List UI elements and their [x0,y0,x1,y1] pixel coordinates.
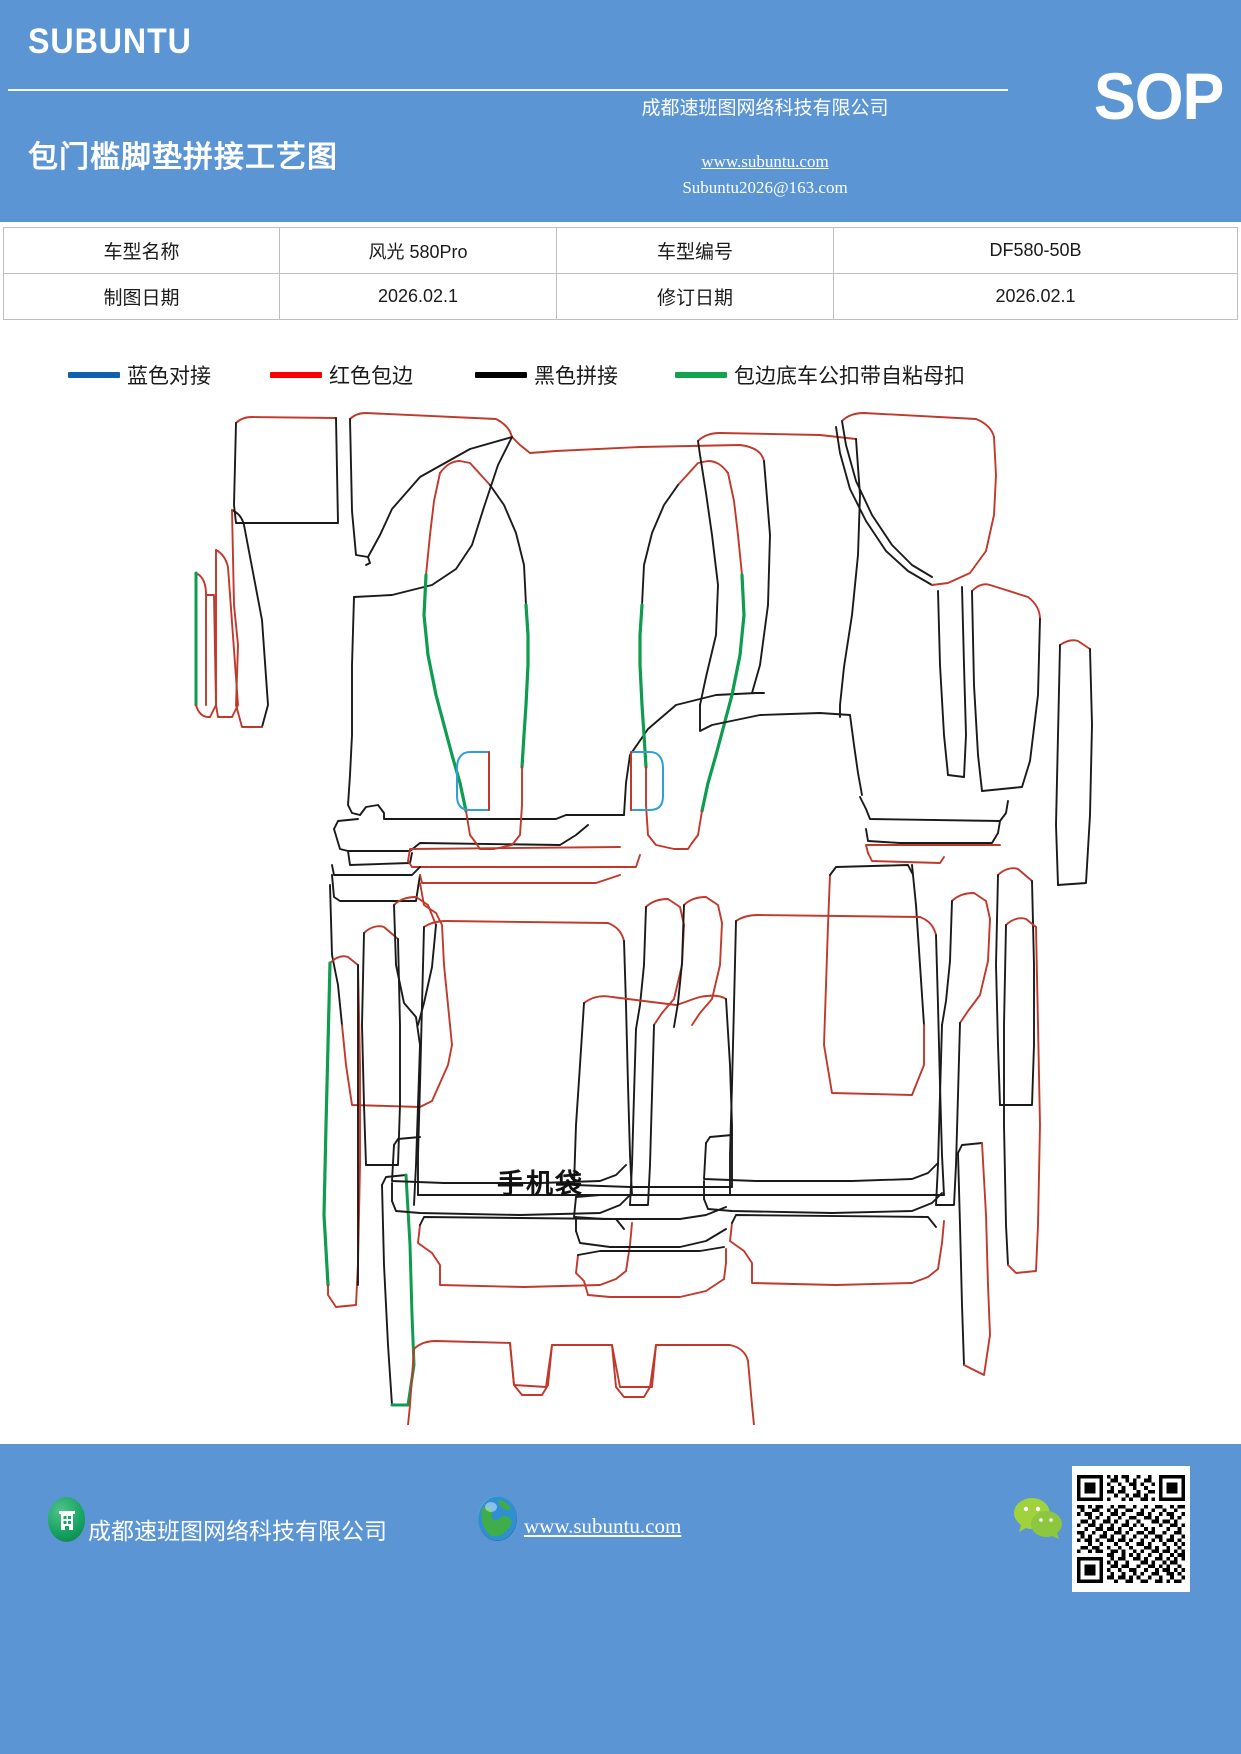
piece-front-right-leg [823,864,925,1096]
legend-item-blue: 蓝色对接 [68,360,211,390]
legend: 蓝色对接 红色包边 黑色拼接 包边底车公扣带自粘母扣 [0,360,1241,400]
piece-front-right-center-panel [638,460,746,850]
building-glyph [58,1510,75,1530]
piece-front-left-leg [329,882,453,1108]
piece-row2-left-sill [322,955,361,1308]
legend-swatch-green [675,372,727,378]
piece-left-sill-2 [215,549,239,718]
header-email: Subuntu2026@163.com [682,178,848,197]
piece-front-left-upper-block [233,416,339,524]
header-divider [8,89,1008,91]
brand-logo: SUBUNTU [28,22,192,61]
piece-row2-right-heel [703,1134,943,1214]
piece-front-left-main-mat [347,436,771,820]
wechat-icon [1012,1494,1064,1542]
legend-label-red: 红色包边 [329,364,413,388]
piece-front-left-heel-pad [407,846,641,868]
piece-row2-right-mat-body [729,914,945,1196]
piece-front-left-curved-bracket [419,874,621,884]
piece-trunk-mat [407,1340,755,1425]
building-icon [48,1497,85,1542]
legend-item-black: 黑色拼接 [475,360,618,390]
piece-front-right-lower-2 [865,844,1001,864]
piece-front-left-upper-block-2 [349,412,513,566]
globe-glyph [478,1496,517,1541]
pocket-right-blue-edge [630,751,664,811]
qr-code-glyph [1077,1475,1185,1583]
piece-row2-left-heel [391,1136,631,1216]
label-model-name: 车型名称 [3,227,280,274]
value-revision-date: 2026.02.1 [833,273,1238,320]
piece-row2-left-bottom-pad [417,1216,633,1288]
legend-swatch-red [270,372,322,378]
label-model-code: 车型编号 [556,227,834,274]
legend-swatch-black [475,372,527,378]
legend-swatch-blue [68,372,120,378]
value-draw-date: 2026.02.1 [279,273,557,320]
piece-front-left-center-panel [422,460,530,850]
pocket-left-blue-edge [456,751,490,811]
piece-right-outer-sill [1055,639,1093,886]
piece-front-right-narrow-1 [937,586,967,778]
piece-front-right-upper-panel [835,412,997,586]
piece-row2-right-sill-2 [995,867,1035,1106]
header-company-name: 成都速班图网络科技有限公司 [641,98,889,119]
piece-row2-left-leg [381,1173,416,1407]
legend-label-green: 包边底车公扣带自粘母扣 [734,364,965,388]
piece-row2-center-bottom-pad [575,1246,727,1298]
piece-front-left-lower-strip [333,818,589,866]
label-revision-date: 修订日期 [556,273,834,320]
footer-website-link[interactable]: www.subuntu.com [524,1514,682,1538]
legend-label-black: 黑色拼接 [534,364,618,388]
vehicle-info-table: 车型名称 风光 580Pro 车型编号 DF580-50B 制图日期 2026.… [3,227,1238,320]
technical-drawing: 手机袋 [0,405,1241,1425]
phone-pocket-label: 手机袋 [497,1169,584,1199]
piece-left-outer-sill [194,571,217,718]
wechat-glyph [1014,1498,1062,1539]
piece-row2-right-flap [673,896,723,1028]
header-website-link[interactable]: www.subuntu.com [701,152,829,171]
legend-label-blue: 蓝色对接 [127,364,211,388]
phone-pocket-pieces-svg [456,751,664,811]
piece-front-right-main-mat [697,432,863,796]
qr-code [1072,1466,1190,1592]
piece-row2-right-leg [957,1142,991,1376]
sop-badge: SOP [1093,59,1224,133]
page-footer [0,1444,1241,1754]
page-header: SUBUNTU 包门槛脚垫拼接工艺图 成都速班图网络科技有限公司 www.sub… [0,0,1241,222]
piece-row2-left-mat-right-flap [629,898,685,1206]
value-model-code: DF580-50B [833,227,1238,274]
page-title: 包门槛脚垫拼接工艺图 [28,141,338,174]
piece-front-right-narrow-2 [971,583,1041,792]
legend-item-red: 红色包边 [270,360,413,390]
globe-icon [478,1496,517,1541]
piece-row2-right-sill [1003,917,1041,1274]
value-model-name: 风光 580Pro [279,227,557,274]
piece-phone-pocket-left [58,405,475,837]
piece-front-left-bottom-narrow [331,864,421,902]
legend-item-green: 包边底车公扣带自粘母扣 [675,360,965,390]
piece-row2-left-sill-2 [361,925,401,1166]
mat-cutting-layout-svg [58,405,1093,1425]
piece-row2-center-heel [573,1194,731,1248]
table-row: 制图日期 2026.02.1 修订日期 2026.02.1 [3,273,1238,320]
footer-company-name: 成都速班图网络科技有限公司 [88,1519,387,1544]
table-row: 车型名称 风光 580Pro 车型编号 DF580-50B [3,227,1238,274]
piece-row2-right-outer-flap [935,892,991,1206]
label-draw-date: 制图日期 [3,273,280,320]
piece-row2-right-bottom-pad [729,1214,945,1286]
piece-front-right-lower-1 [859,796,1009,844]
